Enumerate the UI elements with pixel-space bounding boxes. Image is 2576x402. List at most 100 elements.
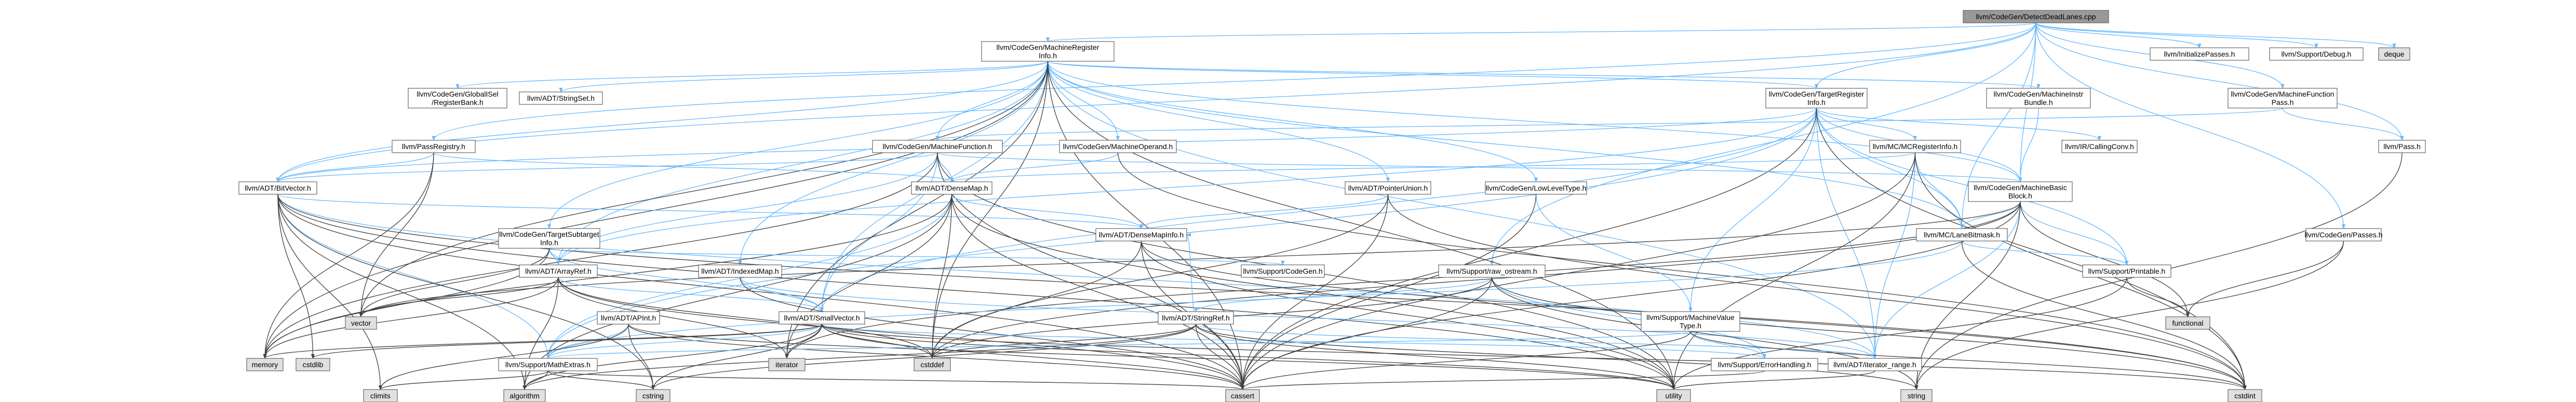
graph-node-mathext[interactable]: llvm/Support/MathExtras.h — [498, 358, 598, 371]
graph-edge — [1961, 240, 2247, 390]
graph-node-label: algorithm — [509, 392, 540, 400]
graph-node-label: llvm/ADT/PointerUnion.h — [1348, 184, 1428, 192]
graph-node-root[interactable]: llvm/CodeGen/DetectDeadLanes.cpp — [1963, 10, 2109, 23]
graph-edge — [1491, 277, 2247, 390]
graph-node-label: llvm/ADT/DenseMap.h — [915, 184, 988, 192]
graph-node-stringref[interactable]: llvm/ADT/StringRef.h — [1158, 311, 1234, 325]
graph-edge — [2018, 108, 2039, 182]
graph-node-label: climits — [370, 392, 391, 400]
graph-edge — [820, 108, 1817, 312]
graph-edge — [1046, 22, 2036, 42]
graph-edge — [740, 277, 824, 312]
graph-edge — [556, 152, 938, 265]
graph-node-iterrange[interactable]: llvm/ADT/iterator_range.h — [1828, 358, 1922, 371]
graph-node-deque: deque — [2378, 47, 2410, 61]
graph-edge — [2185, 240, 2344, 317]
graph-node-box — [2378, 47, 2410, 61]
graph-node-densemap[interactable]: llvm/ADT/DenseMap.h — [911, 181, 992, 195]
graph-node-callconv[interactable]: llvm/IR/CallingConv.h — [2061, 140, 2138, 153]
graph-node-box — [1225, 389, 1260, 402]
graph-node-label: cassert — [1231, 392, 1254, 400]
graph-node-smallvec[interactable]: llvm/ADT/SmallVector.h — [779, 311, 865, 325]
graph-edge — [277, 194, 383, 390]
graph-node-lanebm[interactable]: llvm/MC/LaneBitmask.h — [1916, 228, 2008, 242]
graph-node-label: llvm/Support/Debug.h — [2282, 50, 2352, 58]
graph-node-box — [1641, 311, 1740, 332]
graph-node-cgpasses[interactable]: llvm/CodeGen/Passes.h — [2304, 228, 2383, 242]
graph-edge — [277, 194, 2247, 390]
graph-node-label: Info.h — [1039, 51, 1057, 60]
graph-edge — [1690, 331, 2247, 390]
graph-node-box — [1345, 181, 1431, 195]
graph-node-pass[interactable]: llvm/Pass.h — [2378, 140, 2426, 153]
graph-node-debug[interactable]: llvm/Support/Debug.h — [2269, 47, 2364, 61]
graph-edge — [277, 194, 527, 390]
graph-node-box — [1869, 140, 1961, 153]
graph-node-preg[interactable]: llvm/PassRegistry.h — [392, 140, 476, 153]
graph-node-label: Bundle.h — [2024, 98, 2052, 106]
graph-node-box — [498, 228, 600, 249]
graph-node-arrayref[interactable]: llvm/ADT/ArrayRef.h — [519, 264, 598, 278]
graph-node-gisel[interactable]: llvm/CodeGen/GlobalISel/RegisterBank.h — [408, 88, 507, 109]
graph-edge — [1490, 22, 2036, 265]
graph-edge — [359, 201, 2021, 317]
graph-node-label: llvm/ADT/StringRef.h — [1162, 314, 1230, 322]
graph-node-label: /RegisterBank.h — [432, 98, 484, 106]
graph-edge — [951, 194, 1144, 229]
graph-node-box — [597, 311, 660, 325]
graph-node-label: llvm/Support/CodeGen.h — [1243, 267, 1322, 275]
graph-edge — [547, 370, 1244, 390]
graph-node-box — [2061, 140, 2138, 153]
graph-node-indexedmap[interactable]: llvm/ADT/IndexedMap.h — [698, 264, 782, 278]
graph-node-label: cstddef — [920, 360, 944, 369]
graph-edge — [277, 194, 550, 359]
graph-node-codegen[interactable]: llvm/Support/CodeGen.h — [1241, 264, 1325, 278]
graph-node-box — [1158, 311, 1234, 325]
graph-edge — [1816, 108, 1877, 359]
graph-node-ptrunion[interactable]: llvm/ADT/PointerUnion.h — [1345, 181, 1431, 195]
graph-node-cassert: cassert — [1225, 389, 1260, 402]
graph-edge — [1047, 61, 1538, 182]
graph-node-label: llvm/CodeGen/MachineInstr — [1994, 90, 2084, 98]
graph-node-label: Block.h — [2008, 192, 2032, 200]
graph-edge — [821, 324, 934, 359]
graph-node-label: llvm/PassRegistry.h — [402, 142, 465, 151]
graph-node-mf[interactable]: llvm/CodeGen/MachineFunction.h — [872, 140, 1003, 153]
graph-edge — [522, 277, 559, 390]
graph-node-box — [914, 358, 951, 371]
graph-node-label: llvm/CodeGen/MachineFunction.h — [883, 142, 992, 151]
graph-node-mo[interactable]: llvm/CodeGen/MachineOperand.h — [1059, 140, 1177, 153]
graph-node-label: Info.h — [540, 238, 558, 247]
graph-edge — [263, 61, 1049, 359]
graph-edge — [785, 61, 1049, 359]
graph-edge — [936, 108, 2283, 141]
graph-node-box — [1968, 181, 2073, 202]
graph-edge — [1195, 324, 1918, 390]
graph-edge — [547, 370, 655, 390]
graph-node-errh[interactable]: llvm/Support/ErrorHandling.h — [1711, 358, 1818, 371]
graph-node-strset[interactable]: llvm/ADT/StringSet.h — [519, 91, 603, 105]
graph-node-initp[interactable]: llvm/InitializePasses.h — [2150, 47, 2249, 61]
graph-node-lowlevel[interactable]: llvm/CodeGen/LowLevelType.h — [1485, 181, 1587, 195]
graph-edge — [1914, 240, 2344, 390]
graph-node-label: llvm/Pass.h — [2383, 142, 2421, 151]
graph-node-box — [1438, 264, 1546, 278]
graph-node-apint[interactable]: llvm/ADT/APInt.h — [597, 311, 660, 325]
graph-edge — [1671, 277, 2127, 390]
graph-node-mcreg[interactable]: llvm/MC/MCRegisterInfo.h — [1869, 140, 1961, 153]
graph-node-bitvec[interactable]: llvm/ADT/BitVector.h — [238, 181, 317, 195]
graph-node-label: iterator — [775, 360, 798, 369]
graph-edge — [277, 194, 1143, 229]
graph-edge — [1914, 201, 2021, 390]
graph-node-dmi[interactable]: llvm/ADT/DenseMapInfo.h — [1095, 228, 1187, 242]
graph-node-printable[interactable]: llvm/Support/Printable.h — [2082, 264, 2171, 278]
graph-node-rawos[interactable]: llvm/Support/raw_ostream.h — [1438, 264, 1546, 278]
graph-node-label: llvm/ADT/SmallVector.h — [784, 314, 860, 322]
